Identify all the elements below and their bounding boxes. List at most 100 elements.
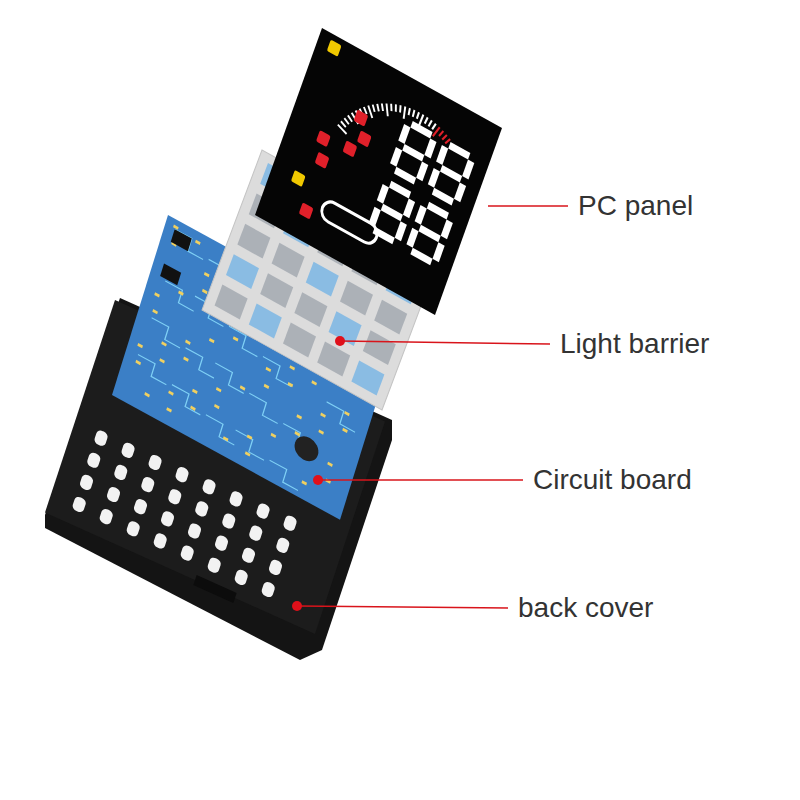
digit-segment [410, 248, 432, 266]
pcb-trace [182, 348, 218, 378]
light-cell [272, 243, 305, 278]
smd-pad [294, 431, 300, 436]
vent-hole [79, 473, 94, 492]
smd-pad [173, 225, 179, 230]
speed-tick [340, 121, 347, 127]
pcb-trace [211, 363, 247, 393]
speed-tick [408, 108, 411, 115]
pcb-trace [134, 354, 170, 384]
pcb-trace [148, 318, 184, 348]
smd-pad [296, 414, 302, 419]
smd-pad [190, 406, 196, 411]
pcb-trace [232, 430, 268, 460]
light-cell [249, 304, 282, 339]
vent-hole [179, 544, 194, 563]
chip [160, 263, 181, 285]
vent-hole [194, 500, 209, 519]
smd-pad [318, 429, 324, 434]
speed-tick [433, 126, 440, 138]
vehicle-icon [319, 198, 380, 247]
vent-hole [71, 495, 86, 514]
speed-tick [419, 114, 423, 125]
vent-hole [268, 558, 283, 577]
vent-hole [214, 534, 229, 553]
smd-pad [327, 462, 333, 467]
speed-tick [380, 104, 385, 111]
vent-hole [160, 510, 175, 529]
light-cell [226, 254, 259, 289]
cover-clip [193, 575, 236, 603]
smd-pad [289, 365, 295, 370]
smd-pad [202, 289, 208, 294]
smd-pad [209, 338, 215, 343]
warning-icon [299, 202, 314, 219]
vent-hole [206, 556, 221, 575]
digit-segment [398, 124, 410, 144]
speed-tick [394, 104, 398, 111]
smd-pad [135, 360, 141, 365]
smd-pad [214, 404, 220, 409]
vent-hole [275, 536, 290, 555]
vent-hole [167, 487, 182, 506]
speed-tick [432, 123, 436, 130]
digit-segment [454, 182, 466, 202]
light-cell [260, 273, 293, 308]
buzzer [292, 432, 322, 466]
leader-line [488, 205, 568, 207]
vent-hole [233, 568, 248, 587]
warning-icon [316, 130, 331, 147]
speed-tick [347, 115, 354, 121]
smd-pad [137, 343, 143, 348]
leader-dot [292, 601, 302, 611]
pc-panel-shape [255, 28, 502, 315]
pcb-trace [202, 415, 238, 445]
smd-pad [342, 428, 348, 433]
light-cell [283, 323, 316, 358]
digit-segment [433, 242, 445, 262]
speed-tick [401, 107, 407, 119]
warning-icon [354, 109, 369, 126]
digit-segment [402, 144, 424, 162]
smd-pad [183, 356, 189, 361]
warning-icon [291, 170, 306, 187]
digit-segment [390, 147, 402, 167]
vent-hole [221, 512, 236, 531]
vent-hole [241, 546, 256, 565]
speed-tick [343, 118, 350, 124]
smd-pad [288, 382, 294, 387]
speed-tick [417, 112, 420, 119]
vent-hole [255, 502, 270, 521]
smd-pad [264, 384, 270, 389]
speed-tick [429, 120, 432, 127]
speed-tick [389, 104, 394, 111]
vent-hole [120, 441, 135, 460]
smd-pad [344, 411, 350, 416]
digit-segment [415, 205, 427, 225]
smd-pad [301, 480, 307, 485]
vent-hole [174, 465, 189, 484]
speed-tick [371, 105, 377, 112]
smd-pad [185, 340, 191, 345]
leader-line [297, 606, 508, 608]
vent-hole [86, 451, 101, 470]
smd-pad [240, 385, 246, 390]
vent-hole [93, 429, 108, 448]
smd-pad [320, 413, 326, 418]
digit-segment [427, 202, 449, 220]
vent-hole [140, 475, 155, 494]
pcb-trace [168, 385, 204, 415]
speed-tick [398, 105, 402, 112]
digit-segment [410, 121, 432, 139]
vent-hole [260, 580, 275, 599]
smd-pad [166, 407, 172, 412]
vent-hole [201, 478, 216, 497]
speed-tick [439, 130, 443, 137]
pcb-trace [259, 357, 295, 387]
warning-icon [343, 140, 358, 157]
leader-dot [335, 336, 345, 346]
warning-icon [327, 40, 342, 57]
digit-segment [381, 204, 403, 222]
smd-pad [168, 390, 174, 395]
